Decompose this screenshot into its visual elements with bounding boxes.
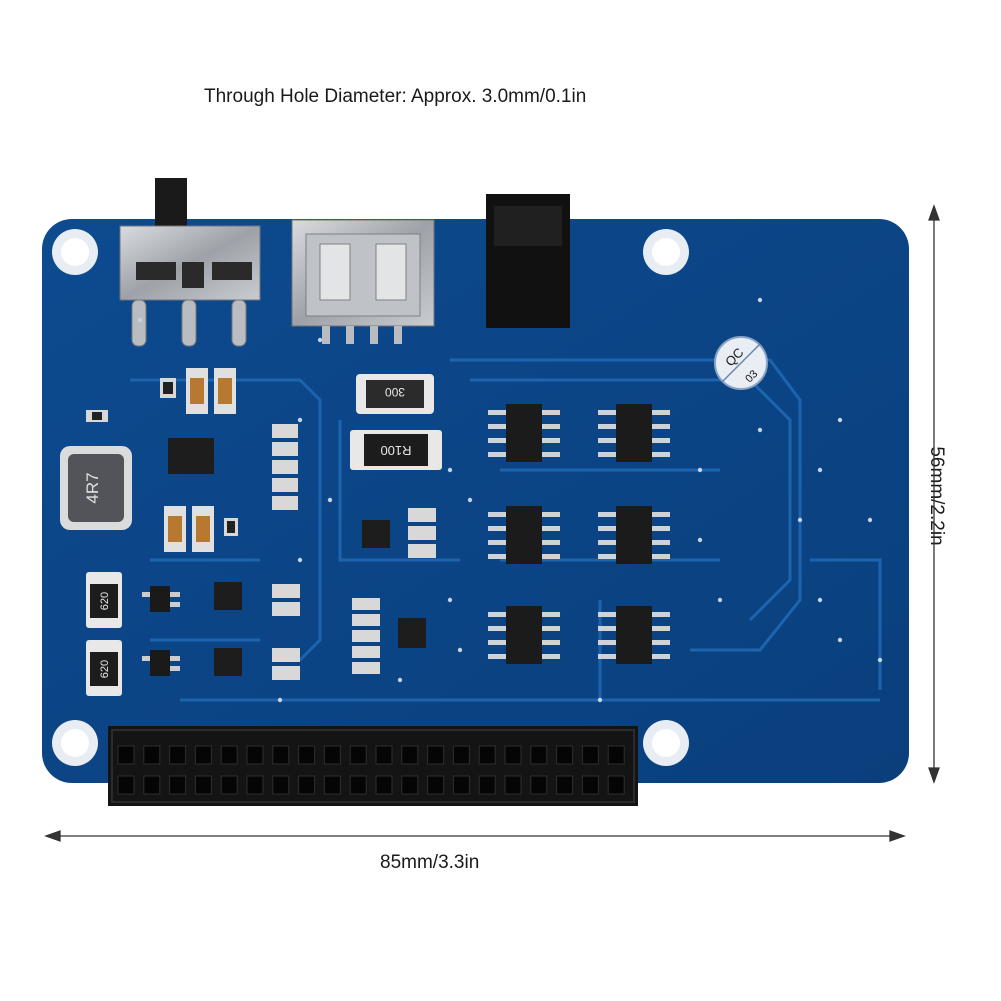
inductor-marking: 4R7	[83, 472, 102, 503]
pcb-board	[42, 219, 909, 783]
resistor-620-a: 620	[86, 572, 122, 628]
via	[277, 697, 283, 703]
header-pin-hole	[375, 745, 393, 765]
via	[597, 697, 603, 703]
header-pin-hole	[220, 745, 238, 765]
header-pin-hole	[504, 775, 522, 795]
slide-switch	[119, 178, 261, 347]
mounting-hole-bottom-right	[643, 720, 689, 766]
via	[297, 417, 303, 423]
gpio-header-holes	[117, 745, 625, 795]
header-pin-hole	[194, 775, 212, 795]
header-pin-hole	[298, 745, 316, 765]
header-pin-hole	[401, 775, 419, 795]
header-pin-hole	[530, 775, 548, 795]
header-pin-hole	[478, 775, 496, 795]
header-pin-hole	[169, 745, 187, 765]
resistor-620-b: 620	[86, 640, 122, 696]
via	[457, 647, 463, 653]
via	[697, 537, 703, 543]
header-pin-hole	[117, 775, 135, 795]
shunt-marking: R100	[380, 443, 411, 458]
via	[837, 637, 843, 643]
header-pin-hole	[298, 775, 316, 795]
header-pin-hole	[220, 775, 238, 795]
header-pin-hole	[143, 775, 161, 795]
soic-pins	[488, 410, 670, 659]
header-pin-hole	[246, 745, 264, 765]
via	[757, 297, 763, 303]
header-pin-hole	[427, 775, 445, 795]
header-pin-hole	[427, 745, 445, 765]
shunt-resistor: R100	[350, 430, 442, 470]
header-pin-hole	[530, 745, 548, 765]
via	[817, 597, 823, 603]
width-dimension-caption: 85mm/3.3in	[380, 852, 480, 873]
header-pin-hole	[272, 775, 290, 795]
mounting-hole-bottom-left	[52, 720, 98, 766]
header-pin-hole	[478, 745, 496, 765]
header-pin-hole	[607, 745, 625, 765]
header-pin-hole	[581, 775, 599, 795]
header-pin-hole	[323, 775, 341, 795]
header-pin-hole	[169, 775, 187, 795]
via	[867, 517, 873, 523]
soic-chips	[506, 404, 652, 664]
width-dimension-arrow	[44, 830, 906, 842]
header-pin-hole	[349, 775, 367, 795]
dc-barrel-jack	[486, 194, 570, 328]
header-pin-hole	[452, 775, 470, 795]
smd-resistor-arrays	[272, 424, 436, 680]
header-pin-hole	[246, 775, 264, 795]
via	[717, 597, 723, 603]
trimmer-component: 300	[356, 374, 434, 414]
via	[797, 517, 803, 523]
trimmer-marking: 300	[385, 385, 405, 399]
transistors	[142, 586, 180, 676]
via	[137, 317, 143, 323]
via	[447, 467, 453, 473]
height-dimension-arrow	[928, 204, 940, 784]
resistor-620-b-marking: 620	[99, 660, 111, 678]
header-pin-hole	[272, 745, 290, 765]
via	[467, 497, 473, 503]
header-pin-hole	[117, 745, 135, 765]
power-inductor: 4R7	[60, 446, 132, 530]
header-pin-hole	[504, 745, 522, 765]
via	[447, 597, 453, 603]
via	[877, 657, 883, 663]
header-pin-hole	[581, 745, 599, 765]
mounting-hole-top-left	[52, 229, 98, 275]
capacitors	[86, 368, 238, 552]
header-pin-hole	[375, 775, 393, 795]
header-pin-hole	[323, 745, 341, 765]
header-pin-hole	[556, 745, 574, 765]
via	[397, 677, 403, 683]
hole-diameter-caption: Through Hole Diameter: Approx. 3.0mm/0.1…	[204, 86, 587, 107]
header-pin-hole	[143, 745, 161, 765]
header-pin-hole	[607, 775, 625, 795]
usb-a-port	[291, 219, 435, 344]
via	[817, 467, 823, 473]
mounting-hole-top-right	[643, 229, 689, 275]
via	[697, 467, 703, 473]
header-pin-hole	[452, 745, 470, 765]
vias	[137, 297, 883, 703]
resistor-620-a-marking: 620	[99, 592, 111, 610]
via	[317, 337, 323, 343]
via	[327, 497, 333, 503]
header-pin-hole	[194, 745, 212, 765]
qc-stamp: QC 03	[714, 336, 768, 390]
header-pin-hole	[556, 775, 574, 795]
header-pin-hole	[349, 745, 367, 765]
header-pin-hole	[401, 745, 419, 765]
via	[837, 417, 843, 423]
small-ic-chips	[168, 438, 426, 676]
via	[757, 427, 763, 433]
via	[297, 557, 303, 563]
